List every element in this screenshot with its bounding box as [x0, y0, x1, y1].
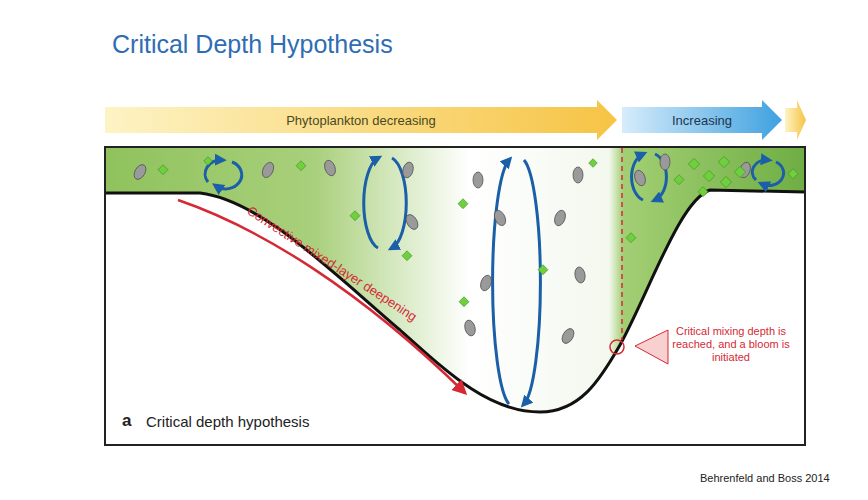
panel-letter: a: [122, 411, 131, 431]
panel-caption: Critical depth hypothesis: [146, 413, 309, 430]
deepening-arrow: [178, 200, 465, 393]
critical-point: [610, 340, 624, 354]
banner-text: Increasing: [672, 113, 732, 128]
citation: Behrenfeld and Boss 2014: [700, 472, 830, 484]
callout-text: Critical mixing depth is reached, and a …: [672, 325, 790, 364]
mixed-layer-boundary: [105, 190, 805, 412]
phytoplankton: [158, 156, 798, 306]
slide-title: Critical Depth Hypothesis: [112, 30, 393, 59]
critical-line: [621, 148, 623, 340]
banner-arrow: Increasing: [622, 100, 782, 140]
mixing-eddies: [205, 154, 784, 404]
callout-pointer: [635, 330, 668, 364]
mixed-layer: [105, 147, 805, 412]
grazers: [132, 154, 753, 345]
banner-text: Phytoplankton decreasing: [286, 113, 436, 128]
panel-frame: [105, 147, 805, 445]
panel-border: [105, 147, 805, 445]
small-arrow: [785, 100, 806, 140]
banner-arrow: Phytoplankton decreasing: [105, 100, 617, 140]
